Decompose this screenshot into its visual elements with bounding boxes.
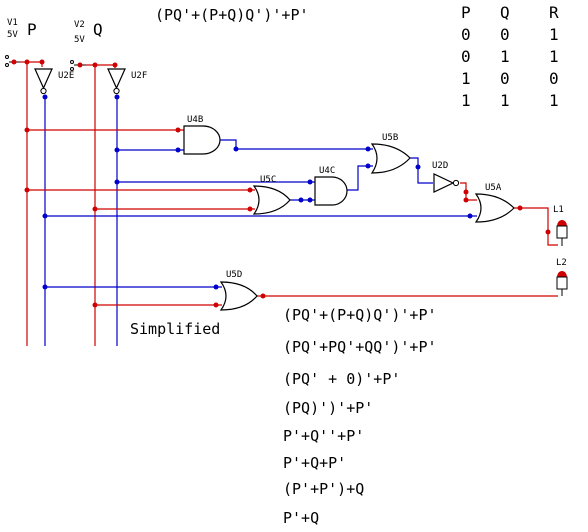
tt-cell: 1 [461,69,471,88]
inverter-u2d: U2D [432,161,460,193]
tt-cell: 1 [549,91,559,110]
and-gate-u4c: U4C [314,166,348,206]
simplification-steps: (PQ'+(P+Q)Q')'+P' (PQ'+PQ'+QQ')'+P' (PQ'… [283,306,437,527]
u5b-label: U5B [382,133,398,143]
step-5: P'+Q''+P' [283,427,364,445]
tt-cell: 1 [549,47,559,66]
tt-cell: 1 [549,25,559,44]
input-p-ref: V1 [7,18,18,28]
tt-header-r: R [549,3,559,22]
u2d-label: U2D [432,161,448,171]
u2f-label: U2F [131,71,147,81]
lamp-l1: L1 [553,205,568,246]
tt-cell: 1 [500,91,510,110]
step-1: (PQ'+(P+Q)Q')'+P' [283,306,437,324]
inverter-u2f: U2F [107,68,147,95]
tt-cell: 1 [500,47,510,66]
expression-title: (PQ'+(P+Q)Q')'+P' [155,6,309,24]
switch-q-icon[interactable] [70,60,96,71]
signal-buses [26,61,118,346]
or-gate-u5c: U5C [252,175,291,215]
u4c-label: U4C [319,166,335,176]
input-p-volt: 5V [7,30,18,40]
step-6: P'+Q+P' [283,454,346,472]
or-gate-u5a: U5A [474,183,515,223]
step-3: (PQ' + 0)'+P' [283,370,400,388]
tt-cell: 0 [500,25,510,44]
simplified-label: Simplified [130,320,220,338]
lamp-l2-glow-icon [557,271,567,277]
tt-header-q: Q [500,3,510,22]
truth-table: P Q R 0 0 1 0 1 1 1 0 0 1 1 1 [461,3,559,110]
u5c-label: U5C [260,175,276,185]
u5d-label: U5D [226,270,242,280]
input-q-volt: 5V [74,35,85,45]
l2-label: L2 [556,258,567,268]
tt-cell: 0 [461,47,471,66]
step-4: (PQ)')'+P' [283,399,373,417]
input-q-ref: V2 [74,20,85,30]
step-2: (PQ'+PQ'+QQ')'+P' [283,338,437,356]
tt-cell: 0 [461,25,471,44]
u4b-label: U4B [187,115,203,125]
or-gate-u5b: U5B [370,133,411,174]
and-gate-u4b: U4B [183,115,221,155]
or-gate-u5d: U5D [219,270,258,311]
tt-cell: 0 [500,69,510,88]
input-p-name: P [27,20,37,39]
lamp-l2: L2 [556,258,568,296]
u5a-label: U5A [485,183,502,193]
step-8: P'+Q [283,509,319,527]
step-7: (P'+P')+Q [283,480,364,498]
lamp-l1-glow-icon [557,220,567,226]
tt-cell: 1 [461,91,471,110]
u2e-label: U2E [58,71,74,81]
inverter-u2e: U2E [34,68,74,95]
tt-cell: 0 [549,69,559,88]
junction-dots [11,59,551,308]
input-q-name: Q [93,20,103,39]
tt-header-p: P [461,3,471,22]
l1-label: L1 [553,205,564,215]
